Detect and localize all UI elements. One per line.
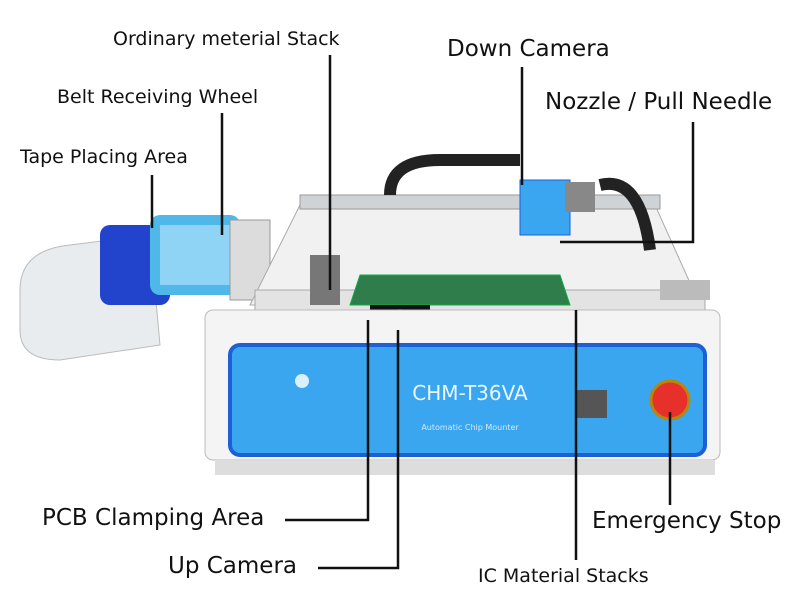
model-subtitle: Automatic Chip Mounter	[421, 423, 519, 432]
label-down-camera: Down Camera	[447, 36, 610, 62]
label-emergency-stop: Emergency Stop	[592, 508, 782, 534]
model-name: CHM-T36VA	[412, 381, 528, 405]
qr-code-icon	[577, 390, 607, 418]
leader-lines	[150, 55, 695, 570]
label-tape-placing-area: Tape Placing Area	[20, 146, 188, 168]
front-panel	[228, 343, 707, 457]
label-ordinary-material-stack: Ordinary meterial Stack	[113, 28, 340, 50]
label-up-camera: Up Camera	[168, 553, 298, 579]
base-foot	[215, 460, 715, 475]
logo-icon	[295, 374, 309, 388]
tape-feeder	[19, 215, 271, 361]
label-ic-material-stacks: IC Material Stacks	[478, 565, 649, 587]
label-nozzle: Nozzle / Pull Needle	[545, 89, 773, 115]
label-pcb-clamping-area: PCB Clamping Area	[42, 505, 265, 531]
label-belt-receiving-wheel: Belt Receiving Wheel	[57, 86, 259, 108]
